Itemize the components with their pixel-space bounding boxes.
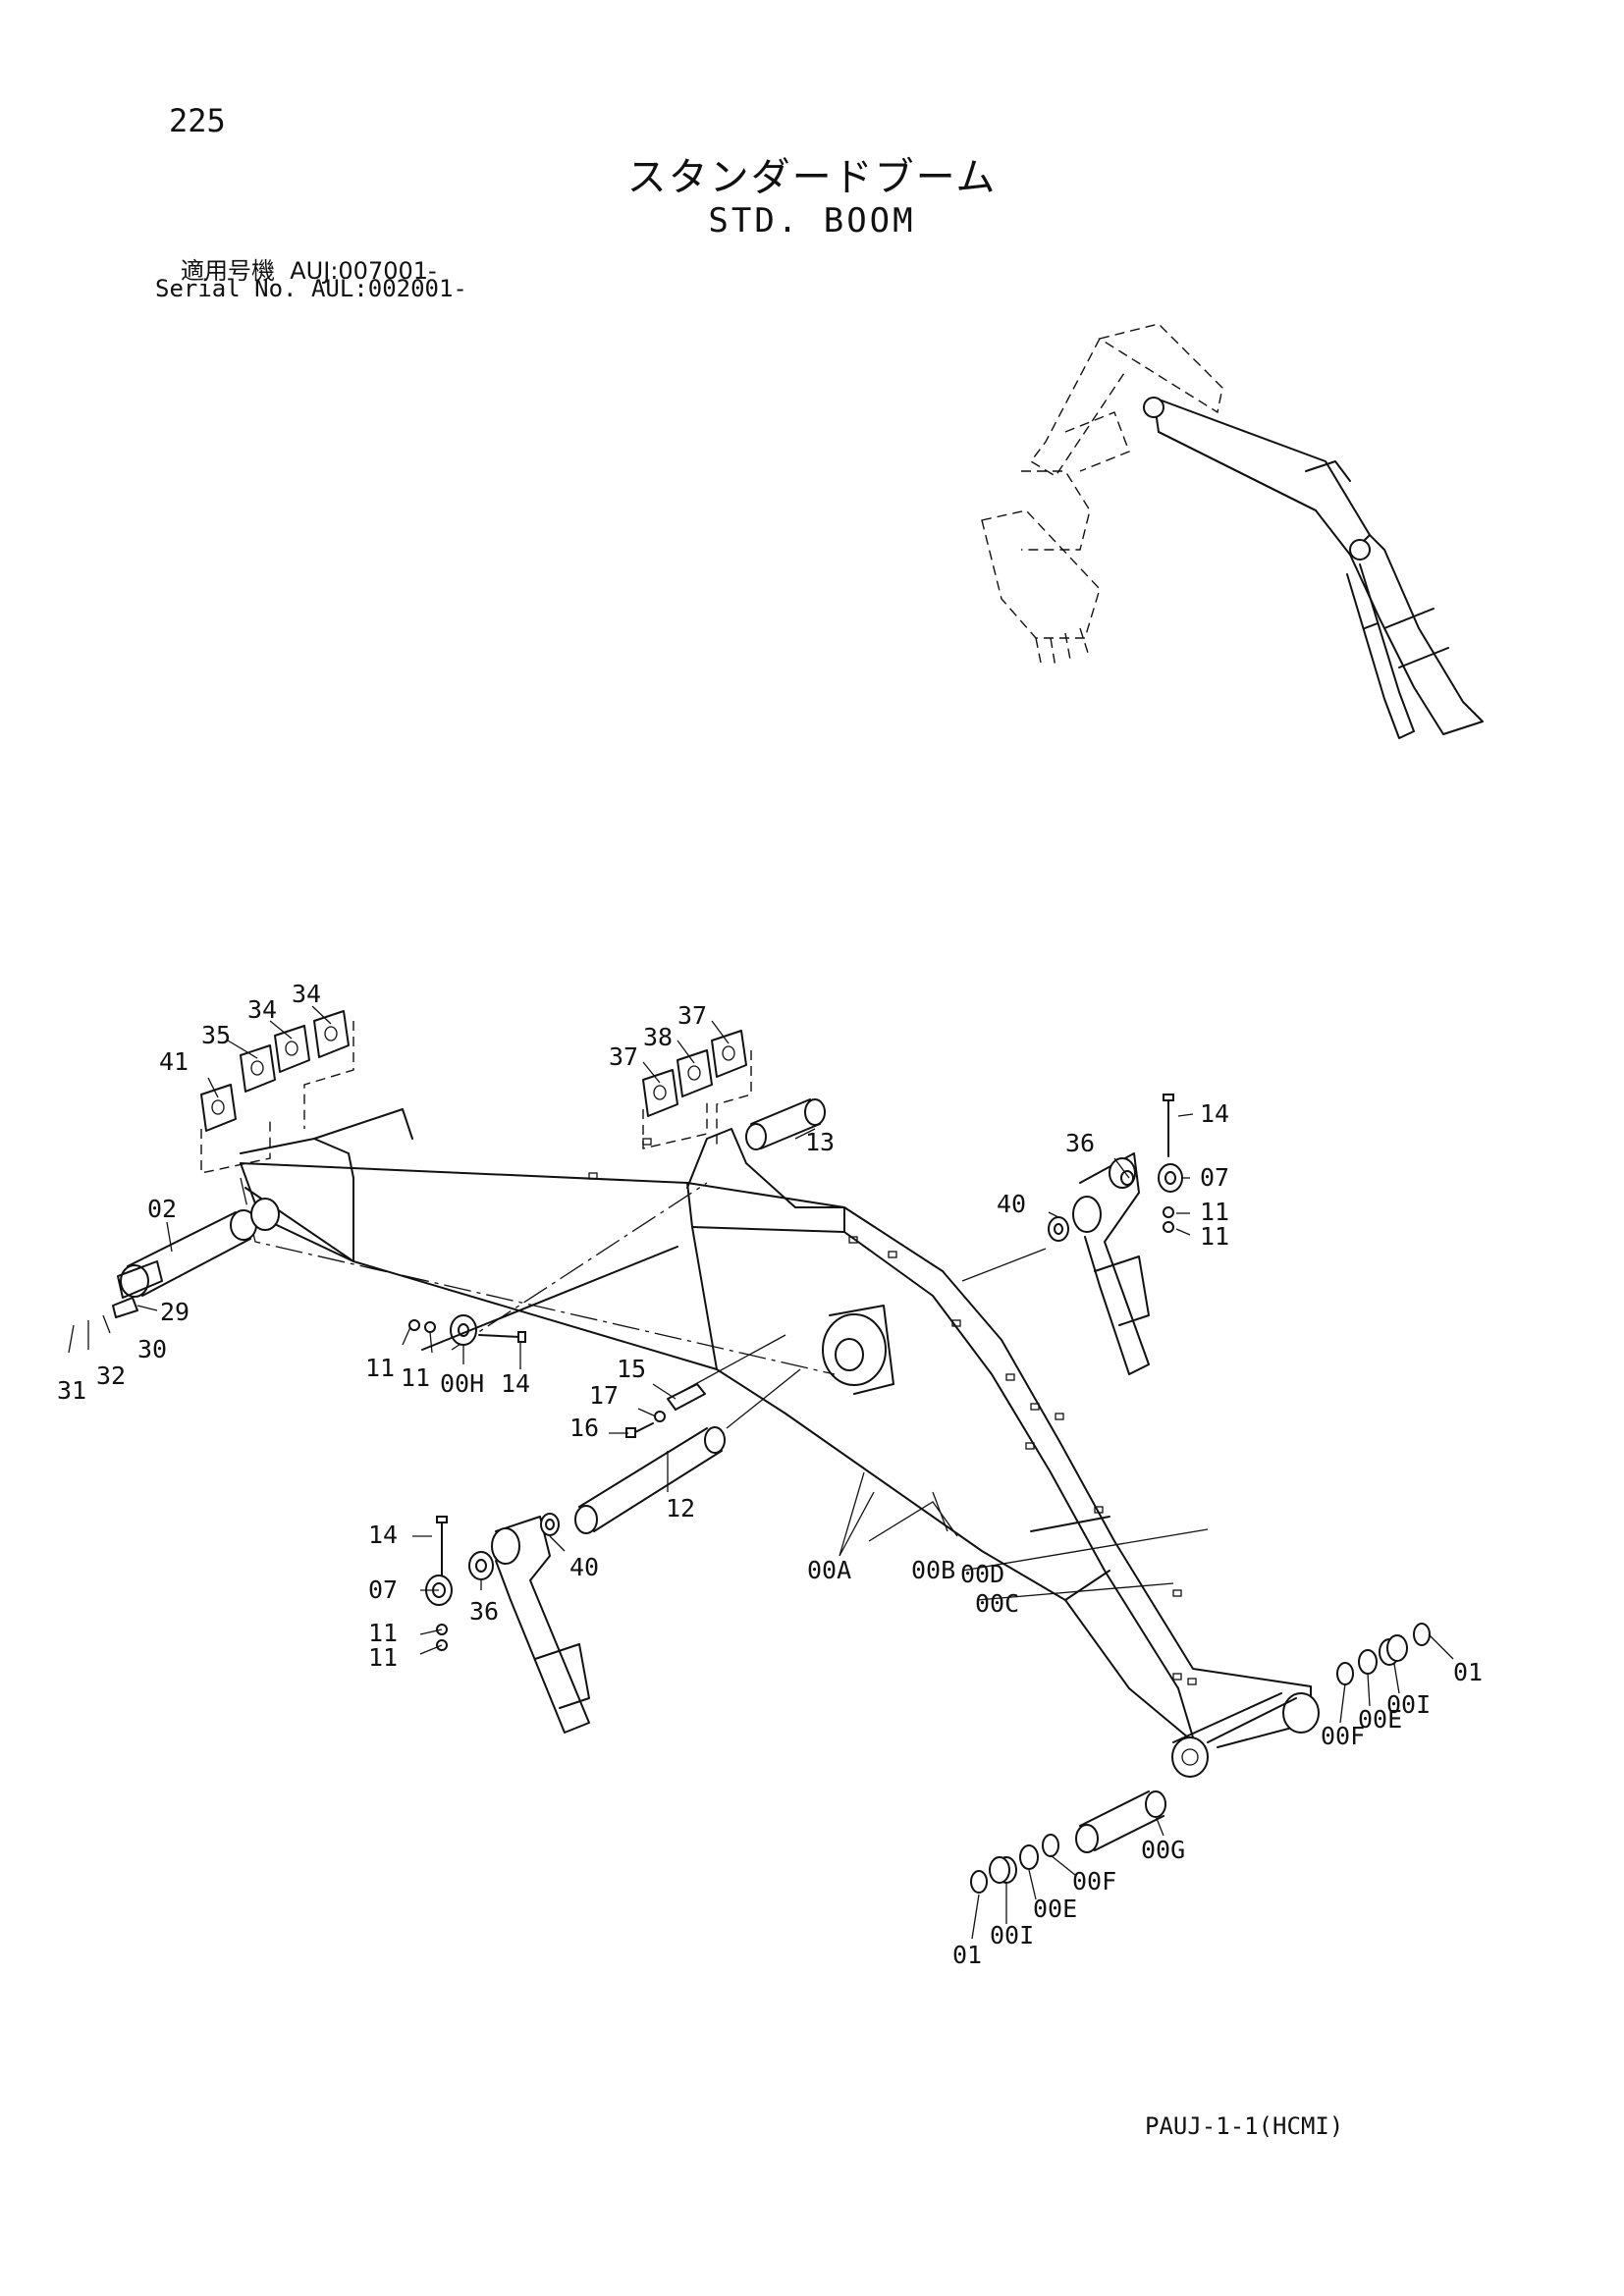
leader-lines	[68, 1005, 1454, 1940]
page-title-japanese: スタンダードブーム	[626, 155, 998, 200]
callout-00G: 00G	[1141, 1836, 1185, 1864]
callout-07: 07	[1200, 1163, 1229, 1192]
callout-14: 14	[501, 1369, 530, 1398]
bushing-00H-group	[408, 1246, 678, 1351]
callout-41: 41	[159, 1047, 189, 1076]
callout-34: 34	[247, 995, 277, 1024]
callout-16: 16	[569, 1414, 599, 1442]
callout-30: 30	[137, 1335, 167, 1363]
callout-01: 01	[1453, 1658, 1483, 1686]
shim-group-left	[200, 1010, 354, 1174]
callout-14: 14	[368, 1521, 398, 1549]
page-number: 225	[169, 102, 226, 139]
footer-catalog-code: PAUJ-1-1(HCMI)	[1145, 2112, 1344, 2140]
callout-14: 14	[1200, 1099, 1229, 1128]
callout-00I: 00I	[1386, 1690, 1431, 1719]
foot-pin-00G-icon	[1075, 1790, 1166, 1853]
callout-07: 07	[368, 1575, 398, 1604]
callout-00C: 00C	[975, 1589, 1019, 1618]
pin-13-icon	[745, 1098, 826, 1150]
callout-00F: 00F	[1072, 1867, 1116, 1896]
callout-11: 11	[368, 1619, 398, 1647]
callout-12: 12	[666, 1494, 695, 1522]
callout-11: 11	[368, 1643, 398, 1672]
boom-assembly	[240, 1108, 1320, 1778]
boom-cylinder-rod-end-left	[425, 1513, 590, 1734]
callout-34: 34	[292, 980, 321, 1008]
callout-00D: 00D	[960, 1560, 1004, 1588]
pin-02-icon	[112, 1198, 280, 1318]
callout-11: 11	[1200, 1222, 1229, 1251]
callout-00B: 00B	[911, 1556, 955, 1584]
serial-number-label: Serial No. AUL:002001-	[155, 275, 467, 302]
applicable-serial-label: 適用号機 AUJ:007001-	[181, 257, 437, 285]
callout-13: 13	[805, 1128, 835, 1156]
callout-36: 36	[1065, 1129, 1095, 1157]
callout-40: 40	[997, 1190, 1026, 1218]
callout-37: 37	[677, 1001, 707, 1030]
callout-36: 36	[469, 1597, 499, 1626]
page-title-english: STD. BOOM	[708, 201, 916, 240]
callout-32: 32	[96, 1362, 126, 1390]
shim-group-right	[642, 1030, 752, 1149]
callout-11: 11	[1200, 1198, 1229, 1226]
callout-31: 31	[57, 1376, 86, 1405]
callout-40: 40	[569, 1553, 599, 1581]
boom-cylinder-rod-end-right	[1048, 1094, 1183, 1375]
callout-00E: 00E	[1033, 1895, 1077, 1923]
inset-excavator-view	[981, 323, 1484, 739]
callout-11: 11	[401, 1363, 430, 1392]
callout-00F: 00F	[1321, 1722, 1365, 1750]
callout-11: 11	[365, 1354, 395, 1382]
callout-37: 37	[609, 1042, 638, 1071]
callout-15: 15	[617, 1355, 646, 1383]
callout-00A: 00A	[807, 1556, 851, 1584]
callout-labels: 41 35 34 34 37 38 37 02 29 30 31 32 13 1…	[57, 980, 1483, 1969]
callout-02: 02	[147, 1195, 177, 1223]
callout-00I: 00I	[990, 1921, 1034, 1949]
callout-00H: 00H	[440, 1369, 484, 1398]
callout-17: 17	[589, 1381, 619, 1410]
callout-29: 29	[160, 1298, 189, 1326]
pin-12-icon	[574, 1334, 801, 1534]
callout-00E: 00E	[1358, 1705, 1402, 1734]
seal-set-lower	[970, 1834, 1059, 1894]
callout-35: 35	[201, 1021, 231, 1049]
callout-38: 38	[643, 1023, 673, 1051]
callout-01: 01	[952, 1941, 982, 1969]
seal-set-upper	[1336, 1623, 1431, 1685]
